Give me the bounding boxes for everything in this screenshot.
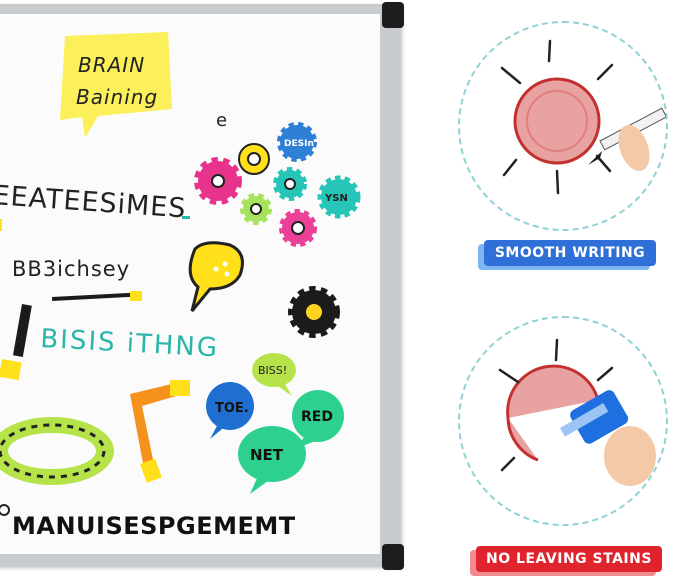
blue-gear-label: DESIn: [284, 139, 314, 149]
smooth-writing-drawing: [500, 39, 668, 195]
no-stains-illustration: [458, 316, 668, 526]
eraser-in-hand: [560, 390, 656, 486]
yellow-gear-hub: [247, 152, 261, 166]
sticky-note-line1: BRAIN: [78, 53, 145, 77]
green-bubble-red: RED: [292, 390, 344, 449]
scribble-line-c: BISIS iTHNG: [40, 324, 220, 363]
scribble-line-b: BB3ichsey: [12, 257, 130, 281]
no-stains-label: NO LEAVING STAINS: [486, 551, 652, 567]
no-stains-badge: NO LEAVING STAINS: [476, 546, 662, 572]
scribble-bottom: MANUISESPGEMEMT: [12, 512, 296, 540]
dark-blue-bubble-label: TOE.: [215, 401, 249, 416]
smooth-writing-badge: SMOOTH WRITING: [484, 240, 656, 266]
sticky-note: BRAIN Baining: [60, 32, 172, 138]
orange-bracket: [130, 380, 190, 483]
green-gear-hub: [250, 203, 262, 215]
marker-in-hand: [588, 107, 668, 172]
green-bubble-net-label: NET: [250, 446, 284, 464]
gear-cluster: DESIn YSN: [194, 122, 361, 338]
scribble-line-a: EEATEESiMES: [0, 180, 187, 224]
left-yellow-mark: [0, 219, 2, 231]
whiteboard-drawing: BRAIN Baining e DESIn YSN: [0, 32, 361, 540]
teal-gear: [317, 175, 361, 219]
whiteboard-frame: BRAIN Baining e DESIn YSN: [0, 2, 404, 570]
smooth-writing-label: SMOOTH WRITING: [494, 245, 646, 261]
whiteboard-surface: BRAIN Baining e DESIn YSN: [0, 14, 380, 554]
small-scribble-e: e: [216, 110, 227, 131]
teal-dash: [182, 216, 190, 219]
vertical-marker: [0, 304, 32, 381]
smooth-writing-illustration: [458, 21, 668, 231]
frame-corner-top-right: [382, 2, 404, 28]
green-bubble-net: NET: [238, 426, 306, 494]
dark-blue-bubble: TOE.: [206, 382, 254, 439]
light-green-bubble: BISS!: [252, 353, 296, 396]
magenta-gear-hub: [211, 174, 225, 188]
green-bubble-red-label: RED: [301, 409, 333, 425]
yellow-speech-bubble: [188, 241, 244, 312]
teal-gear-label: YSN: [324, 193, 348, 204]
frame-corner-bottom-right: [382, 544, 404, 570]
pink-gear-hub: [291, 221, 305, 235]
teal-gear-small-hub: [284, 178, 296, 190]
blue-gear: [277, 122, 317, 162]
sticky-note-line2: Baining: [76, 85, 158, 109]
bottom-left-doodle: [0, 504, 10, 516]
black-gear-hub: [306, 304, 322, 320]
light-green-bubble-label: BISS!: [258, 364, 287, 377]
yellow-cap-marker: [51, 291, 142, 301]
no-stains-drawing: [498, 338, 656, 486]
green-cloud-doodle: [0, 417, 114, 485]
